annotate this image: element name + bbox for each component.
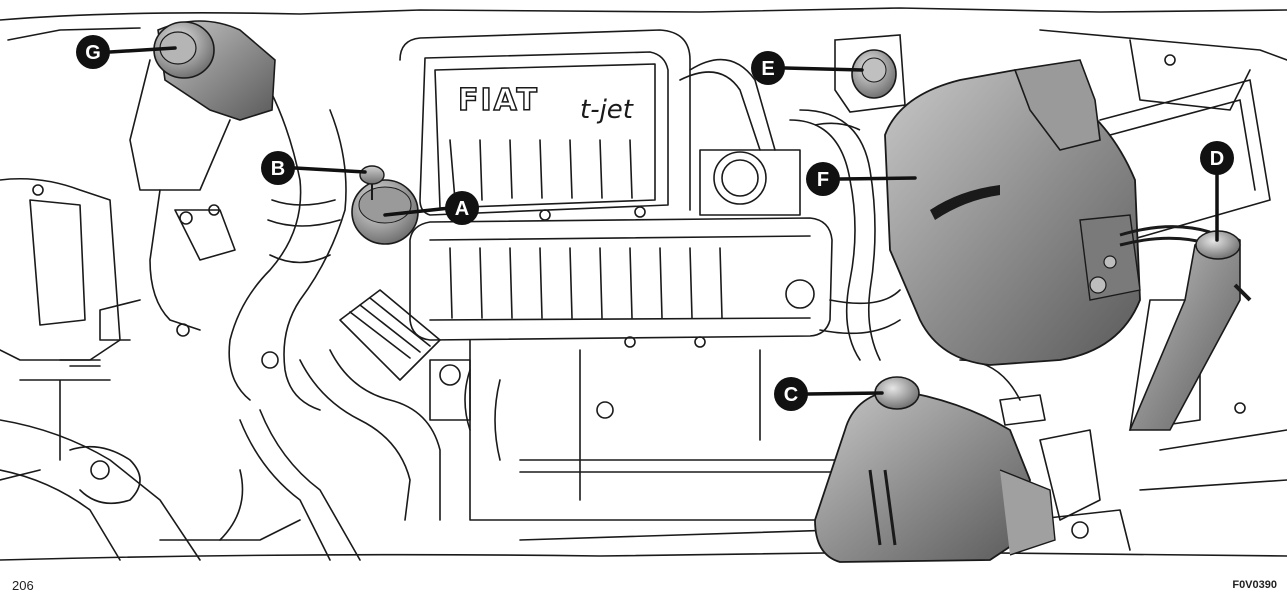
callout-a-label: A xyxy=(455,198,469,220)
component-c-coolant-tank xyxy=(814,376,1056,563)
engine-bay-illustration: FIAT t-jet G E B A F D C xyxy=(0,7,1287,563)
callout-a: A xyxy=(445,191,479,225)
component-g-reservoir xyxy=(153,20,276,121)
engine-cover-model: t-jet xyxy=(580,95,634,125)
component-f-battery xyxy=(884,59,1211,366)
callout-f: F xyxy=(806,162,840,196)
callout-b-label: B xyxy=(271,158,285,180)
component-d-reservoir xyxy=(1128,230,1252,431)
callout-d: D xyxy=(1200,141,1234,175)
callout-d-label: D xyxy=(1210,148,1224,170)
callout-leader-lines xyxy=(108,46,1219,396)
callout-e: E xyxy=(751,51,785,85)
callout-e-label: E xyxy=(761,58,774,80)
figure-code: F0V0390 xyxy=(1232,579,1277,591)
callout-g-label: G xyxy=(85,42,101,64)
callout-g: G xyxy=(76,35,110,69)
callout-c-label: C xyxy=(784,384,798,406)
callout-f-label: F xyxy=(817,169,829,191)
engine-cover-brand: FIAT xyxy=(458,83,539,118)
callout-b: B xyxy=(261,151,295,185)
component-b-dipstick xyxy=(359,165,385,200)
callout-c: C xyxy=(774,377,808,411)
engine-bay-line-art xyxy=(0,7,1287,561)
component-e-brake-fluid-reservoir xyxy=(814,34,906,131)
page-number: 206 xyxy=(12,578,34,593)
